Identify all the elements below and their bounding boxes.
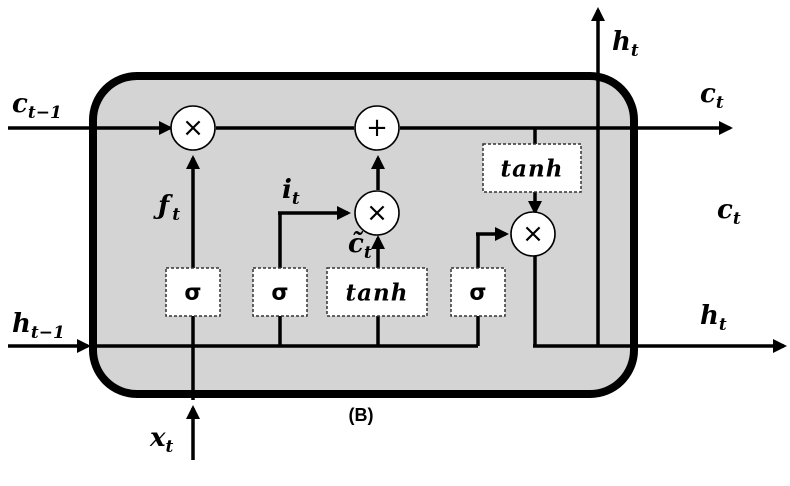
cell-tanh-box: tanh [482,143,582,193]
cell-add-op: + [354,105,400,151]
candidate-tanh-label: tanh [346,280,409,307]
hidden-out-label: ht [700,301,727,335]
add-symbol: + [366,113,388,143]
output-mult-symbol: × [522,219,544,249]
cell-prev-label: ct−1 [12,89,62,123]
hidden-prev-label: ht−1 [12,309,65,343]
input-gate-label: it [282,175,300,209]
forget-sigma-label: σ [184,281,201,306]
forget-gate: σ [165,267,221,317]
forget-mult-symbol: × [182,113,204,143]
x-input-label: xt [149,423,174,457]
cell-out-label: ct [700,79,724,113]
output-gate: σ [450,267,506,317]
input-sigma-label: σ [271,281,288,306]
forget-multiply-op: × [170,105,216,151]
cell-side-label: ct [717,195,741,229]
cell-tanh-label: tanh [501,156,564,183]
hidden-top-label: ht [612,27,639,61]
input-gate: σ [252,267,308,317]
candidate-gate: tanh [326,267,428,317]
candidate-label: c̃t [348,229,372,263]
figure-caption: (B) [349,405,374,425]
output-multiply-op: × [510,211,556,257]
output-sigma-label: σ [469,281,486,306]
input-mult-symbol: × [366,198,388,228]
input-multiply-op: × [354,190,400,236]
